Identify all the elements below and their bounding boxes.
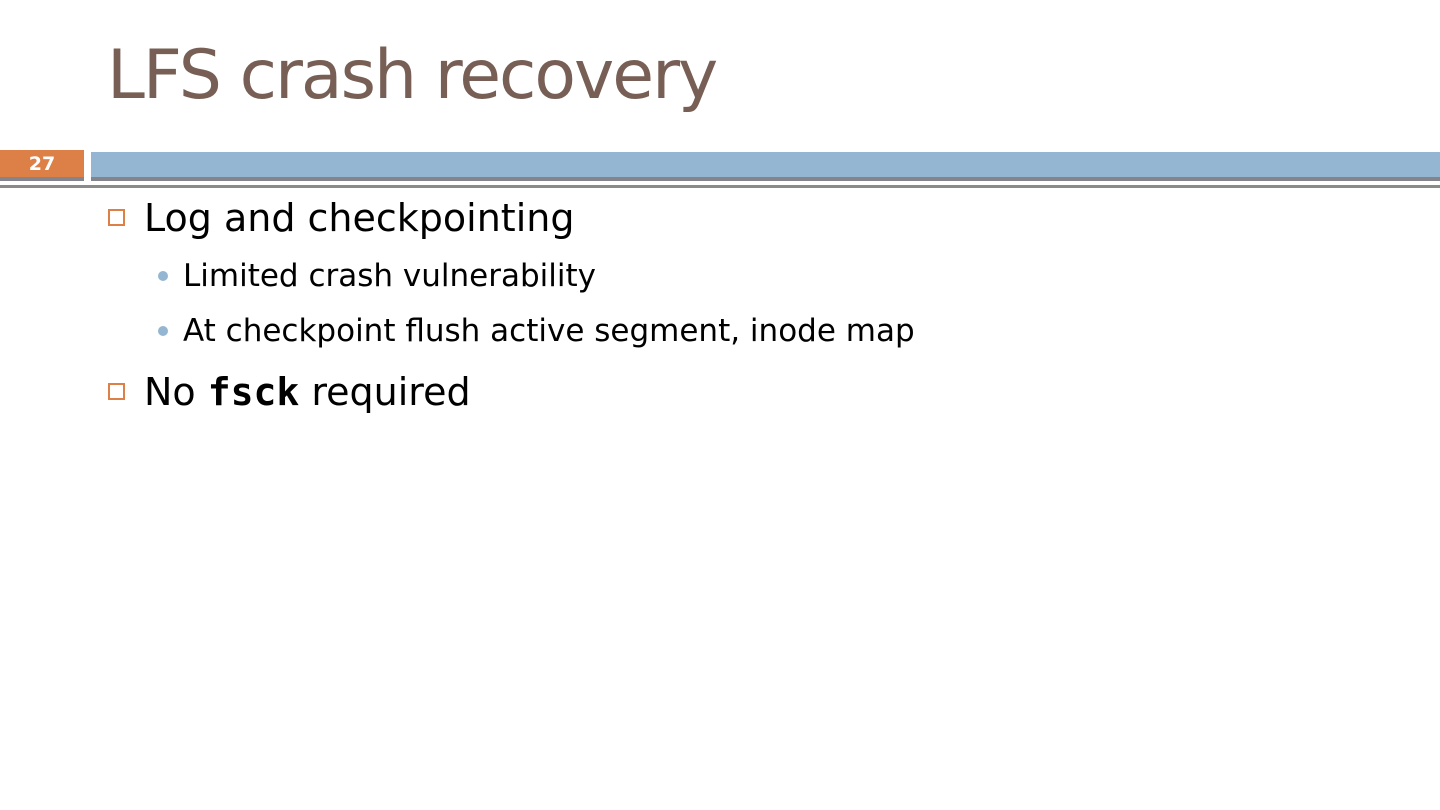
bullet-item-no-fsck-required: No fsck required bbox=[108, 369, 471, 415]
bullet-dot-icon bbox=[158, 271, 168, 281]
slide-number-badge: 27 bbox=[0, 150, 84, 177]
bullet-text: Limited crash vulnerability bbox=[183, 258, 596, 294]
bullet-text: No fsck required bbox=[144, 369, 471, 415]
bullet-item-limited-crash-vulnerability: Limited crash vulnerability bbox=[158, 256, 596, 296]
bullet-square-icon bbox=[108, 383, 125, 400]
slide-number: 27 bbox=[28, 152, 56, 175]
header-bar bbox=[91, 152, 1440, 177]
bullet-item-log-and-checkpointing: Log and checkpointing bbox=[108, 195, 574, 241]
bullet-text-code: fsck bbox=[207, 370, 300, 414]
divider-line-upper-left bbox=[0, 177, 84, 181]
slide-title: LFS crash recovery bbox=[107, 36, 718, 115]
bullet-text: Log and checkpointing bbox=[144, 196, 575, 240]
bullet-square-icon bbox=[108, 209, 125, 226]
divider-line-upper-right bbox=[91, 177, 1440, 181]
bullet-item-checkpoint-flush: At checkpoint flush active segment, inod… bbox=[158, 311, 915, 351]
bullet-text-prefix: No bbox=[144, 370, 208, 414]
bullet-dot-icon bbox=[158, 326, 168, 336]
bullet-text-suffix: required bbox=[299, 370, 471, 414]
bullet-text: At checkpoint flush active segment, inod… bbox=[183, 313, 915, 349]
divider-line-lower bbox=[0, 184, 1440, 188]
